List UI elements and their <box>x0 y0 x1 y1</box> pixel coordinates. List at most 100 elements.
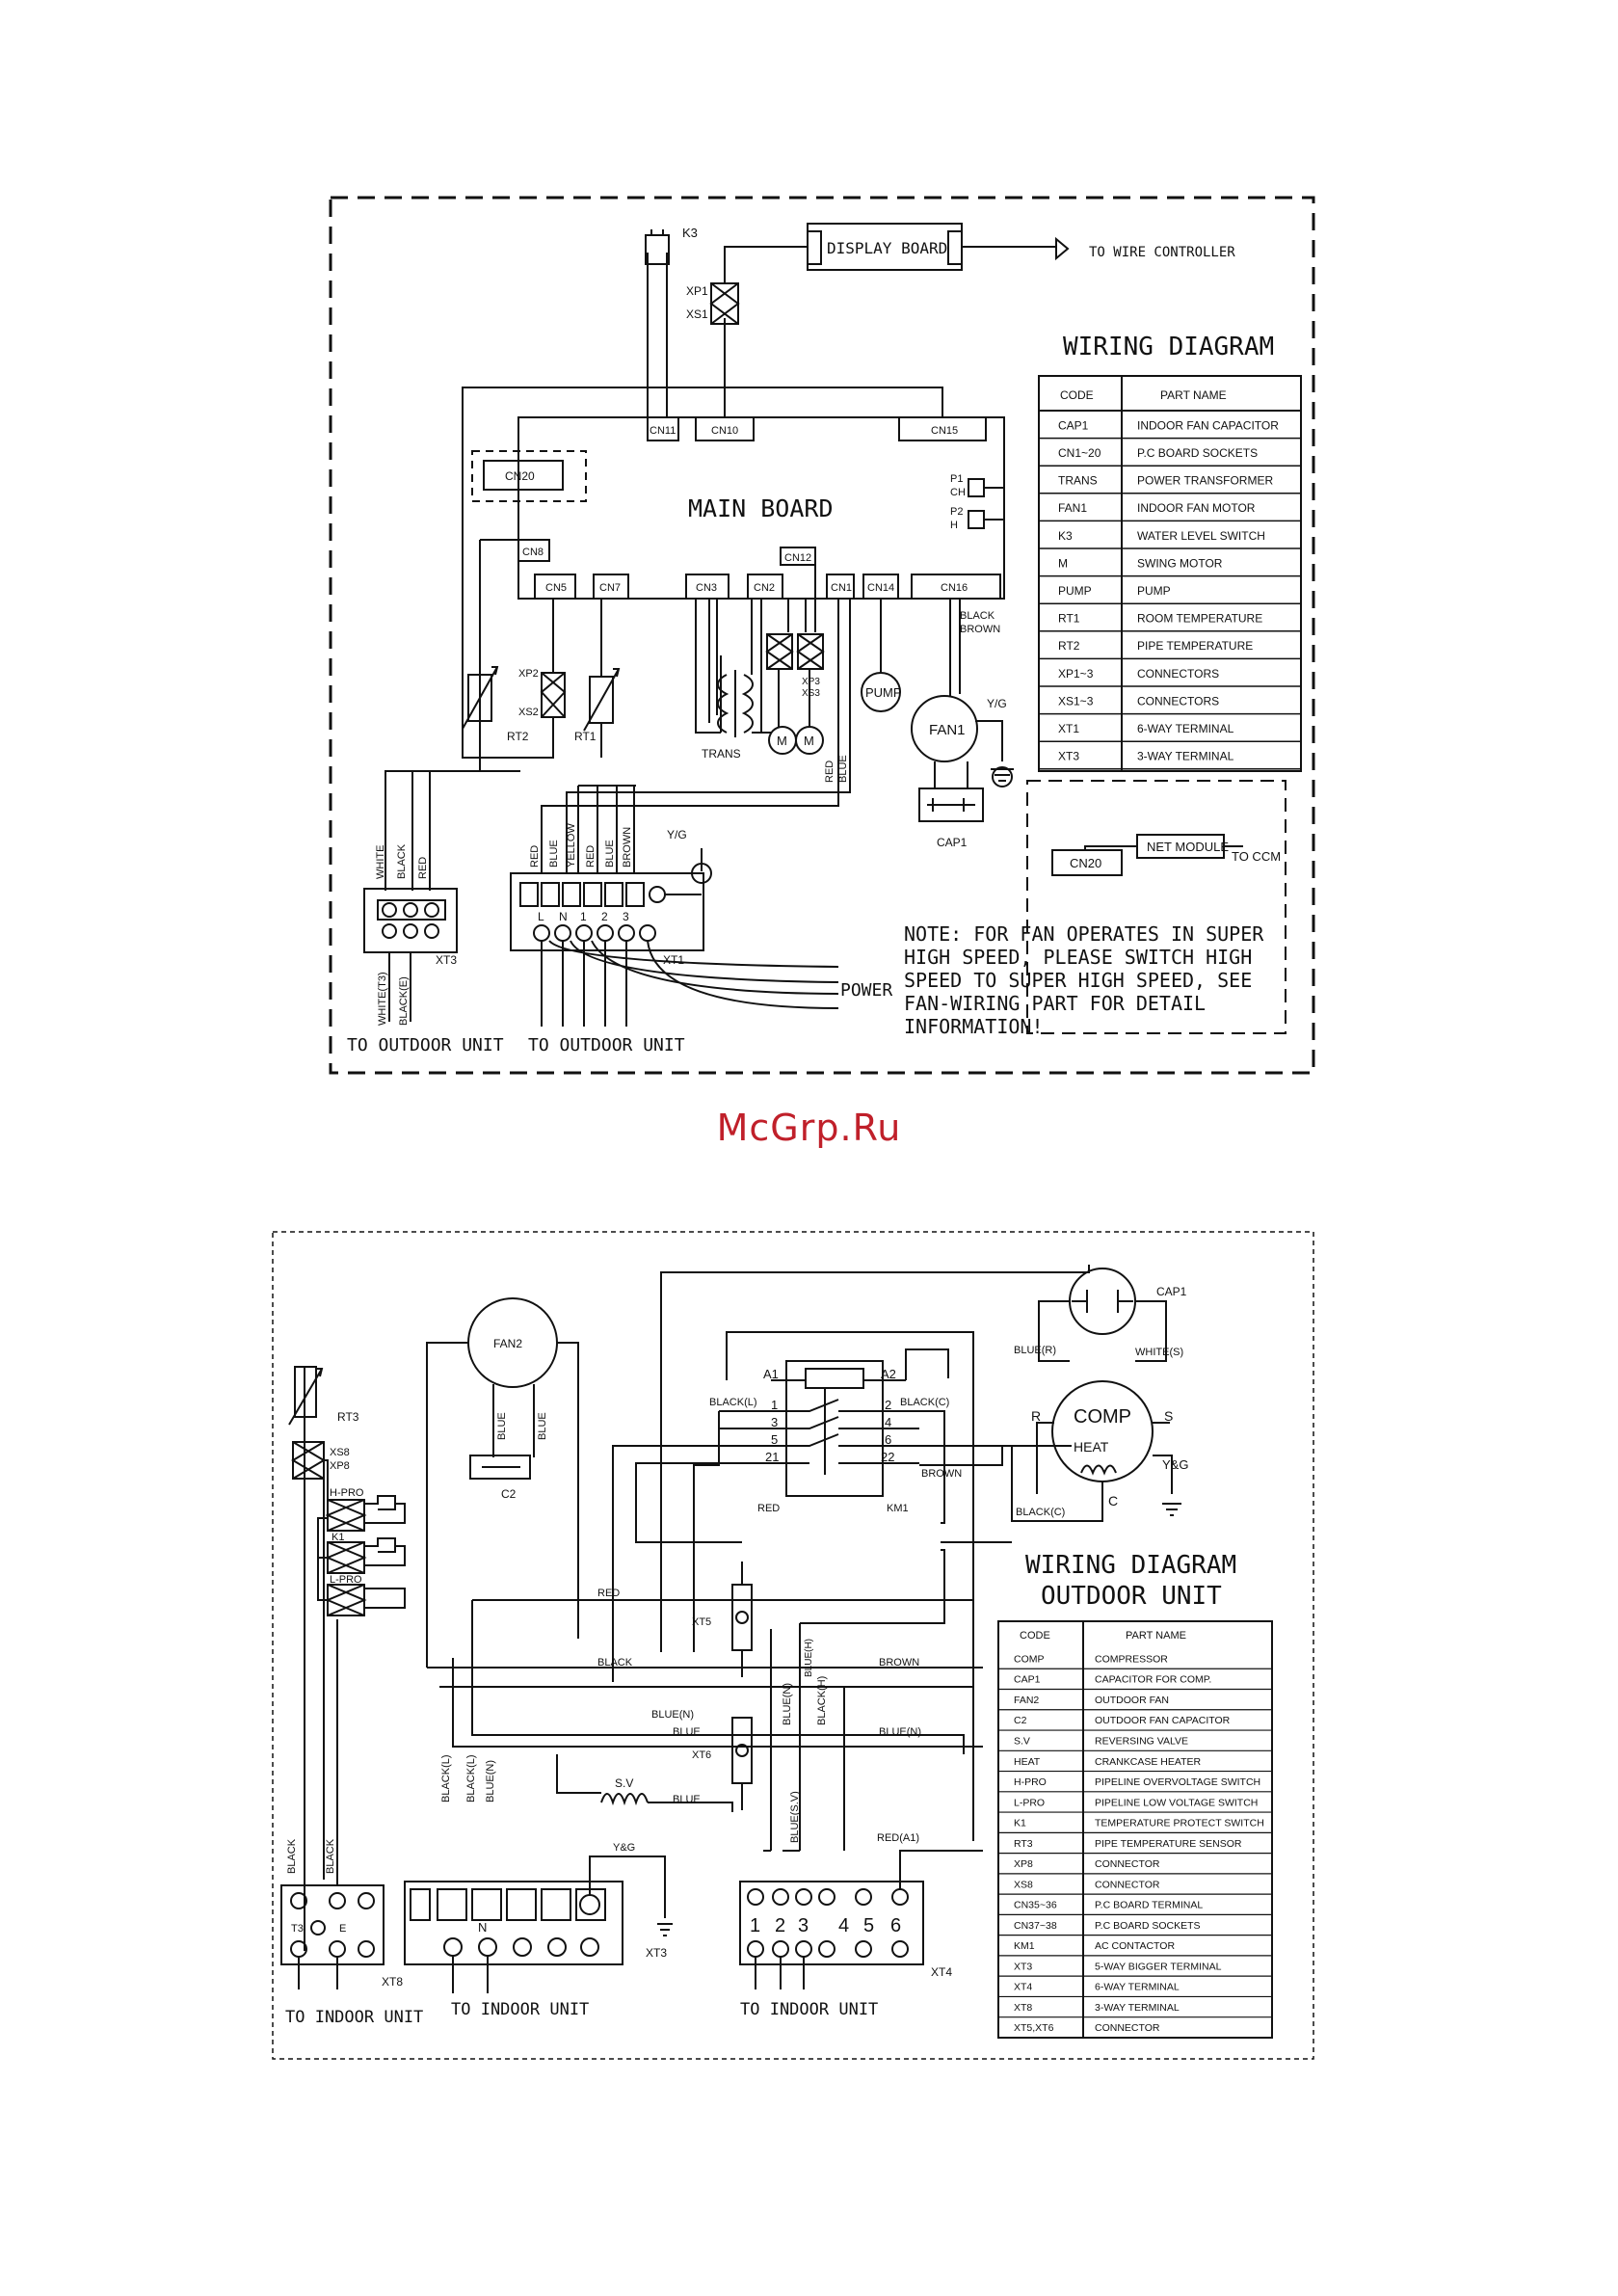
outdoor-table-code-cell: XT3 <box>1014 1961 1032 1972</box>
outdoor-table-code-cell: XT8 <box>1014 2002 1032 2014</box>
note-line-1: NOTE: FOR FAN OPERATES IN SUPER <box>904 922 1264 946</box>
p2-label: P2 <box>950 506 963 518</box>
m-label-2: M <box>804 734 814 748</box>
yg-label-2: Y/G <box>667 828 687 841</box>
indoor-table-name-cell: PUMP <box>1137 584 1171 598</box>
indoor-table-name-cell: SWING MOTOR <box>1137 556 1223 570</box>
xp1-label: XP1 <box>686 284 708 298</box>
xt6-label: XT6 <box>692 1749 711 1761</box>
indoor-table-head-code: CODE <box>1060 388 1094 402</box>
c2-label: C2 <box>501 1487 517 1501</box>
black-label-xt3: BLACK <box>396 843 408 879</box>
xt4-term-3: 3 <box>798 1915 809 1936</box>
brown-label-cn16: BROWN <box>960 624 1000 635</box>
outdoor-frame <box>272 1231 1314 2060</box>
red-label-xt1a: RED <box>529 845 541 868</box>
cn15-label: CN15 <box>931 425 958 437</box>
km-21: 21 <box>765 1450 779 1464</box>
fan1-motor <box>911 695 978 762</box>
outdoor-table-name-cell: TEMPERATURE PROTECT SWITCH <box>1095 1818 1264 1829</box>
indoor-table-code-cell: XT3 <box>1058 750 1079 763</box>
cn8-label: CN8 <box>522 547 544 558</box>
red-a1-label: RED(A1) <box>877 1832 919 1844</box>
net-module-label: NET MODULE <box>1147 840 1229 854</box>
black-l-label-a: BLACK(L) <box>440 1754 452 1802</box>
blue-mid-label: BLUE <box>673 1726 701 1738</box>
fan2-label: FAN2 <box>493 1337 522 1350</box>
outdoor-title-2: OUTDOOR UNIT <box>1041 1582 1222 1611</box>
indoor-parts-table <box>1038 375 1302 772</box>
red-label-xt1b: RED <box>585 845 597 868</box>
t3-label: T3 <box>291 1923 304 1935</box>
indoor-table-code-cell: RT1 <box>1058 612 1080 626</box>
blue-fan2-a: BLUE <box>496 1412 508 1440</box>
xt1-terminal <box>510 872 704 951</box>
outdoor-table-name-cell: AC CONTACTOR <box>1095 1940 1175 1952</box>
blue-h-label: BLUE(H) <box>804 1639 814 1677</box>
indoor-table-name-cell: INDOOR FAN CAPACITOR <box>1137 418 1279 432</box>
xt3-outdoor-label: XT3 <box>646 1946 667 1960</box>
xp3-label: XP3 <box>802 677 820 687</box>
to-outdoor-unit-1: TO OUTDOOR UNIT <box>347 1035 504 1055</box>
outdoor-table-name-cell: OUTDOOR FAN <box>1095 1695 1169 1706</box>
km-2: 2 <box>885 1398 891 1412</box>
outdoor-table-head-code: CODE <box>1020 1630 1050 1642</box>
outdoor-table-name-cell: 5-WAY BIGGER TERMINAL <box>1095 1961 1222 1972</box>
blue-n-vert-label: BLUE(N) <box>782 1683 793 1725</box>
display-board-label: DISPLAY BOARD <box>827 239 947 257</box>
blue-label-cn1: BLUE <box>837 755 849 783</box>
outdoor-table-name-cell: CONNECTOR <box>1095 1858 1160 1870</box>
outdoor-table-name-cell: PIPELINE LOW VOLTAGE SWITCH <box>1095 1797 1258 1808</box>
note-line-3: SPEED TO SUPER HIGH SPEED, SEE <box>904 969 1252 992</box>
cn2-label: CN2 <box>754 582 775 594</box>
xt1-term-3: 3 <box>623 910 629 923</box>
trans-label: TRANS <box>702 747 741 761</box>
blue-n-label-2: BLUE(N) <box>879 1726 921 1738</box>
black-l-km-label: BLACK(L) <box>709 1397 757 1408</box>
pump-label: PUMP <box>865 685 902 700</box>
outdoor-table-code-cell: XS8 <box>1014 1879 1033 1890</box>
indoor-table-code-cell: XP1~3 <box>1058 667 1094 681</box>
indoor-table-code-cell: K3 <box>1058 529 1073 543</box>
white-label: WHITE <box>375 845 386 879</box>
outdoor-table-code-cell: XT5,XT6 <box>1014 2022 1054 2034</box>
xt1-term-1: 1 <box>580 910 587 923</box>
indoor-table-code-cell: XT1 <box>1058 722 1079 735</box>
indoor-table-name-cell: POWER TRANSFORMER <box>1137 474 1273 488</box>
e-label: E <box>339 1923 346 1935</box>
p1-label: P1 <box>950 473 963 485</box>
to-indoor-unit-3: TO INDOOR UNIT <box>740 2000 878 2019</box>
note-line-4: FAN-WIRING PART FOR DETAIL <box>904 992 1206 1015</box>
outdoor-table-code-cell: XP8 <box>1014 1858 1033 1870</box>
black-h-label: BLACK(H) <box>816 1676 828 1725</box>
s-label: S <box>1164 1408 1173 1424</box>
indoor-frame <box>329 196 1315 1075</box>
xs1-label: XS1 <box>686 307 708 321</box>
red-xt5-label: RED <box>597 1588 620 1599</box>
a2-label: A2 <box>881 1367 896 1381</box>
blue-n-label-1: BLUE(N) <box>651 1709 694 1721</box>
h-label: H <box>950 520 958 531</box>
indoor-table-name-cell: CONNECTORS <box>1137 694 1219 707</box>
cn20-label: CN20 <box>505 469 535 483</box>
blue-sv-label: BLUE(S.V) <box>789 1791 801 1843</box>
xt4-label: XT4 <box>931 1965 952 1979</box>
outdoor-table-code-cell: C2 <box>1014 1715 1027 1726</box>
cn10-label: CN10 <box>711 425 738 437</box>
blue-label-xt1b: BLUE <box>604 840 616 868</box>
c-label: C <box>1108 1493 1118 1508</box>
to-ccm-label: TO CCM <box>1232 849 1281 864</box>
cn5-label: CN5 <box>545 582 567 594</box>
km-1: 1 <box>771 1398 778 1412</box>
indoor-table-code-cell: M <box>1058 556 1068 570</box>
outdoor-table-name-cell: 3-WAY TERMINAL <box>1095 2002 1180 2014</box>
heat-label: HEAT <box>1074 1439 1109 1455</box>
red-km-label: RED <box>757 1503 780 1514</box>
indoor-table-code-cell: CAP1 <box>1058 418 1089 432</box>
main-board-label: MAIN BOARD <box>688 494 834 522</box>
cn20-net-label: CN20 <box>1070 856 1101 870</box>
cn1-label: CN1 <box>831 582 852 594</box>
brown-mid-label: BROWN <box>879 1657 919 1669</box>
black-label-xt8-a: BLACK <box>286 1838 298 1874</box>
brown-km-label: BROWN <box>921 1468 962 1480</box>
